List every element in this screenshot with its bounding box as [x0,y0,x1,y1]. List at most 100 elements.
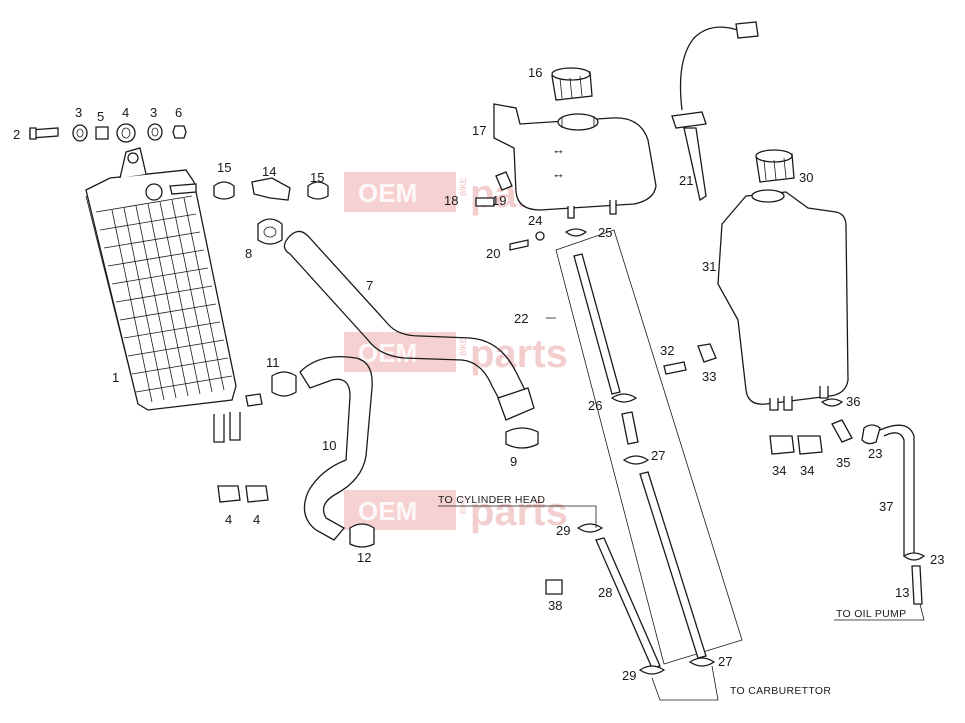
level-sensor-21 [671,21,759,202]
callout-3a: 3 [75,105,82,120]
svg-text:BIKE: BIKE [459,496,468,514]
callout-35: 35 [836,455,850,470]
connector-upper [621,411,639,445]
callout-2: 2 [13,127,20,142]
hose-panel-22 [555,229,743,675]
callout-20: 20 [486,246,500,261]
callout-17: 17 [472,123,486,138]
clamp-15b [307,181,329,200]
callout-32: 32 [660,343,674,358]
svg-text:parts: parts [470,332,568,376]
washer-3a [72,124,88,142]
callout-23a: 23 [868,446,882,461]
watermark-middle: OEM BIKE parts [344,332,568,376]
svg-text:OEM: OEM [358,496,417,526]
grommet-4b [217,485,241,503]
svg-text:BIKE: BIKE [459,178,468,196]
callout-4a: 4 [122,105,129,120]
callout-14: 14 [262,164,276,179]
screw-20 [509,239,529,251]
oil-cap-30 [755,149,795,183]
callout-9: 9 [510,454,517,469]
connector-13 [911,565,923,605]
callout-37: 37 [879,499,893,514]
clip-29a [576,523,604,533]
callout-10: 10 [322,438,336,453]
callout-4c: 4 [253,512,260,527]
clip-29b [638,665,666,675]
clip-38 [545,579,563,595]
callout-24: 24 [528,213,542,228]
clamp-9 [505,427,539,449]
clip-33 [697,343,717,363]
callout-26: 26 [588,398,602,413]
callout-19: 19 [492,193,506,208]
callout-36: 36 [846,394,860,409]
hose-27 [639,471,707,659]
radiator [85,147,263,443]
nut-6 [172,125,187,139]
clamp-12 [349,523,375,548]
callout-38: 38 [548,598,562,613]
callout-27b: 27 [718,654,732,669]
hose-10 [299,355,373,541]
callout-15a: 15 [217,160,231,175]
callout-23b: 23 [930,552,944,567]
clamp-11 [271,371,297,397]
callout-21: 21 [679,173,693,188]
bolt-2 [29,127,59,140]
grommet-34a [769,435,795,455]
callout-34a: 34 [772,463,786,478]
fitting-35 [831,419,853,443]
clip-25 [564,228,588,237]
note-oil-pump: TO OIL PUMP [836,608,906,620]
callout-25: 25 [598,225,612,240]
callout-7: 7 [366,278,373,293]
washer-24 [535,231,545,241]
note-carburettor: TO CARBURETTOR [730,685,831,697]
svg-text:↔: ↔ [552,166,565,181]
callout-11: 11 [266,355,280,370]
callout-27a: 27 [651,448,665,463]
spacer-5 [95,126,109,140]
svg-text:OEM: OEM [358,338,417,368]
clamp-15a [213,181,235,200]
screw-18 [475,197,495,207]
clip-36 [820,398,844,407]
tank-cap-16 [551,67,593,101]
callout-16: 16 [528,65,542,80]
callout-15b: 15 [310,170,324,185]
grommet-4 [116,123,136,143]
clip-23a [861,424,881,445]
callout-12: 12 [357,550,371,565]
watermark-bottom: OEM BIKE parts [344,490,568,534]
oil-tank-31 [717,189,849,411]
callout-1: 1 [112,370,119,385]
svg-text:parts: parts [470,490,568,534]
hose-37 [879,424,915,557]
grommet-4c [245,485,269,503]
callout-8: 8 [245,246,252,261]
expansion-tank: ↔ ↔ [493,103,657,219]
clamp-8 [257,218,283,245]
callout-31: 31 [702,259,716,274]
callout-29b: 29 [622,668,636,683]
callout-28: 28 [598,585,612,600]
callout-6: 6 [175,105,182,120]
screw-32 [663,361,687,375]
washer-3b [147,123,163,141]
svg-text:OEM: OEM [358,178,417,208]
clip-27a [622,455,650,465]
callout-5: 5 [97,109,104,124]
note-cylinder-head: TO CYLINDER HEAD [438,494,545,506]
svg-text:BIKE: BIKE [459,338,468,356]
callout-30: 30 [799,170,813,185]
hose-28 [595,537,661,669]
clip-19 [495,171,513,191]
clip-23b [902,552,926,561]
callout-4b: 4 [225,512,232,527]
callout-22: 22 [514,311,528,326]
callout-29a: 29 [556,523,570,538]
